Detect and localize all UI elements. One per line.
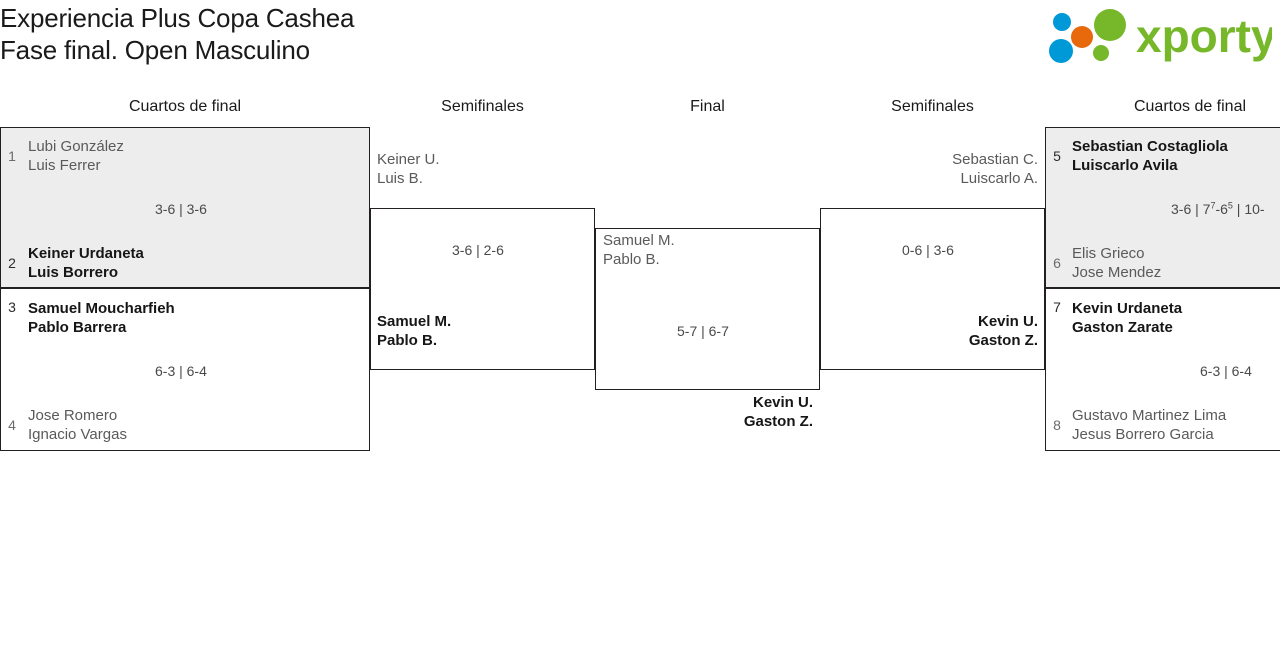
- team-sf-left-bottom-player1: Samuel M.: [377, 313, 452, 330]
- logo-dot-green-small: [1093, 45, 1109, 61]
- score-qf3-tiebreak1: 7: [1210, 200, 1216, 211]
- team-sf-left-top: Keiner U. Luis B.: [377, 150, 440, 188]
- page-title: Experiencia Plus Copa Cashea Fase final.…: [0, 2, 354, 66]
- team-qf3-top-player1: Sebastian Costagliola: [1072, 138, 1228, 155]
- team-sf-left-bottom-player2: Pablo B.: [377, 332, 438, 349]
- team-qf4-bottom-player2: Jesus Borrero Garcia: [1072, 426, 1214, 443]
- match-box-qf1[interactable]: [0, 127, 370, 288]
- match-box-qf2[interactable]: [0, 288, 370, 451]
- match-box-final[interactable]: [595, 228, 820, 390]
- round-header-final: Final: [690, 98, 725, 115]
- seed-number-6: 6: [1053, 255, 1061, 271]
- logo-dot-green-large: [1094, 9, 1126, 41]
- score-qf3: 3-6 | 77-65 | 10-: [1171, 200, 1265, 218]
- page-title-line1: Experiencia Plus Copa Cashea: [0, 3, 355, 33]
- team-final-bottom-player2: Gaston Z.: [743, 413, 813, 430]
- match-box-semifinal-right[interactable]: [820, 208, 1045, 370]
- match-box-semifinal-left[interactable]: [370, 208, 595, 370]
- team-qf3-top-player2: Luiscarlo Avila: [1072, 157, 1178, 174]
- team-qf4-top-player2: Gaston Zarate: [1072, 319, 1173, 336]
- team-sf-left-bottom: Samuel M. Pablo B.: [377, 312, 451, 350]
- xporty-logo: xporty: [1040, 6, 1277, 64]
- round-header-semifinals-right: Semifinales: [891, 98, 974, 115]
- score-semifinal-right: 0-6 | 3-6: [902, 242, 954, 258]
- score-qf3-tiebreak2: 5: [1227, 200, 1233, 211]
- round-header-quarterfinals-left: Cuartos de final: [128, 98, 242, 115]
- score-qf3-part2: -6: [1215, 201, 1228, 217]
- team-qf3-top: Sebastian Costagliola Luiscarlo Avila: [1072, 137, 1228, 175]
- team-qf3-bottom-player2: Jose Mendez: [1072, 264, 1162, 281]
- team-qf1-top: Lubi González Luis Ferrer: [28, 137, 124, 175]
- match-box-qf3[interactable]: [1045, 127, 1280, 288]
- seed-number-2: 2: [8, 255, 16, 271]
- score-qf4: 6-3 | 6-4: [1200, 363, 1252, 379]
- seed-number-8: 8: [1053, 417, 1061, 433]
- team-sf-right-bottom: Kevin U. Gaston Z.: [838, 312, 1038, 350]
- team-final-top-player1: Samuel M.: [603, 232, 675, 249]
- team-qf2-top-player2: Pablo Barrera: [28, 319, 127, 336]
- score-final: 5-7 | 6-7: [677, 323, 729, 339]
- logo-dot-blue-small: [1053, 13, 1071, 31]
- team-qf4-top: Kevin Urdaneta Gaston Zarate: [1072, 299, 1182, 337]
- team-qf2-bottom-player2: Ignacio Vargas: [28, 426, 127, 443]
- score-qf1: 3-6 | 3-6: [155, 201, 207, 217]
- seed-number-3: 3: [8, 299, 16, 315]
- team-qf3-bottom: Elis Grieco Jose Mendez: [1072, 244, 1161, 282]
- team-qf2-bottom: Jose Romero Ignacio Vargas: [28, 406, 127, 444]
- team-qf1-top-player2: Luis Ferrer: [28, 157, 101, 174]
- team-qf1-bottom-player2: Luis Borrero: [28, 264, 119, 281]
- team-qf1-top-player1: Lubi González: [28, 138, 124, 155]
- team-sf-right-top: Sebastian C. Luiscarlo A.: [838, 150, 1038, 188]
- team-final-top-player2: Pablo B.: [603, 251, 660, 268]
- score-semifinal-left: 3-6 | 2-6: [452, 242, 504, 258]
- round-header-quarterfinals-right: Cuartos de final: [1133, 98, 1247, 115]
- team-qf4-bottom-player1: Gustavo Martinez Lima: [1072, 407, 1227, 424]
- seed-number-4: 4: [8, 417, 16, 433]
- team-qf1-bottom: Keiner Urdaneta Luis Borrero: [28, 244, 144, 282]
- team-sf-right-bottom-player1: Kevin U.: [977, 313, 1038, 330]
- score-qf3-part3: | 10-: [1232, 201, 1265, 217]
- team-qf2-top: Samuel Moucharfieh Pablo Barrera: [28, 299, 175, 337]
- match-box-qf4[interactable]: [1045, 288, 1280, 451]
- seed-number-1: 1: [8, 148, 16, 164]
- round-header-semifinals-left: Semifinales: [441, 98, 524, 115]
- team-sf-right-top-player2: Luiscarlo A.: [960, 170, 1038, 187]
- team-sf-right-bottom-player2: Gaston Z.: [968, 332, 1038, 349]
- team-qf4-bottom: Gustavo Martinez Lima Jesus Borrero Garc…: [1072, 406, 1226, 444]
- team-qf1-bottom-player1: Keiner Urdaneta: [28, 245, 144, 262]
- team-final-top: Samuel M. Pablo B.: [603, 231, 675, 269]
- team-qf4-top-player1: Kevin Urdaneta: [1072, 300, 1183, 317]
- logo-wordmark: xporty: [1136, 10, 1272, 62]
- team-final-bottom-player1: Kevin U.: [752, 394, 813, 411]
- seed-number-5: 5: [1053, 148, 1061, 164]
- seed-number-7: 7: [1053, 299, 1061, 315]
- score-qf3-part1: 3-6 | 7: [1171, 201, 1211, 217]
- page-title-line2: Fase final. Open Masculino: [0, 35, 310, 65]
- team-final-bottom: Kevin U. Gaston Z.: [613, 393, 813, 431]
- logo-dot-orange: [1071, 26, 1093, 48]
- team-qf2-bottom-player1: Jose Romero: [28, 407, 118, 424]
- logo-dot-blue-large: [1049, 39, 1073, 63]
- score-qf2: 6-3 | 6-4: [155, 363, 207, 379]
- team-qf2-top-player1: Samuel Moucharfieh: [28, 300, 175, 317]
- team-qf3-bottom-player1: Elis Grieco: [1072, 245, 1145, 262]
- team-sf-left-top-player2: Luis B.: [377, 170, 423, 187]
- team-sf-left-top-player1: Keiner U.: [377, 151, 440, 168]
- team-sf-right-top-player1: Sebastian C.: [952, 151, 1038, 168]
